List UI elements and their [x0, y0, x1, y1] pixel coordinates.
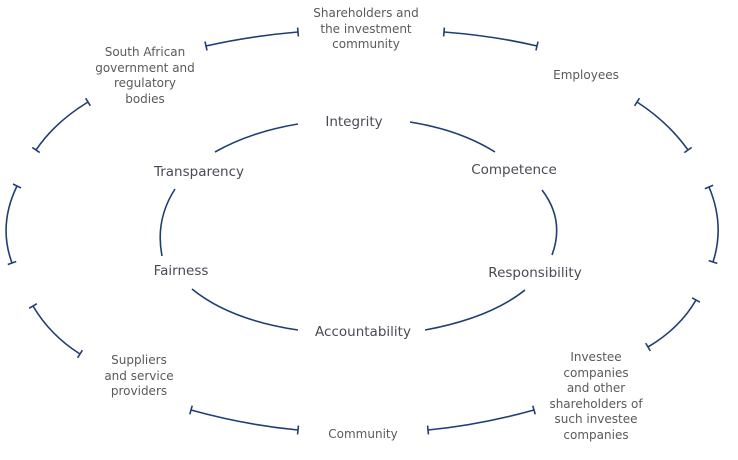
outer-arc-right-upper [633, 97, 693, 154]
outer-arc-left-middle [5, 183, 22, 266]
outer-arc-bottom-right [426, 405, 536, 435]
value-integrity: Integrity [325, 114, 383, 130]
value-responsibility: Responsibility [488, 265, 582, 281]
outer-arc-left-upper [31, 97, 92, 154]
outer-arc-right-lower [645, 297, 701, 352]
outer-arc-top-left [204, 27, 300, 51]
stakeholder-suppliers: Suppliers and service providers [104, 353, 174, 398]
stakeholder-employees: Employees [553, 68, 619, 82]
outer-arc-left-lower [28, 303, 84, 359]
inner-arc-5 [191, 288, 299, 331]
inner-arc-3 [541, 189, 558, 256]
value-competence: Competence [471, 162, 557, 178]
value-transparency: Transparency [153, 164, 245, 180]
stakeholder-shareholders: Shareholders and the investment communit… [313, 6, 419, 51]
outer-arc-right-middle [704, 184, 719, 265]
stakeholder-investee-companies: Investee companies and other shareholder… [549, 350, 643, 442]
stakeholder-government: South African government and regulatory … [95, 45, 195, 106]
outer-arc-bottom-left [189, 405, 300, 435]
inner-ring [159, 121, 558, 331]
inner-arc-2 [409, 121, 496, 153]
value-fairness: Fairness [153, 263, 209, 279]
stakeholder-community: Community [328, 427, 398, 441]
outer-arc-top-right [442, 27, 539, 51]
outer-ring [5, 27, 719, 435]
value-accountability: Accountability [315, 324, 411, 340]
inner-arc-6 [159, 188, 176, 257]
inner-arc-1 [214, 123, 299, 153]
inner-arc-4 [424, 289, 526, 331]
